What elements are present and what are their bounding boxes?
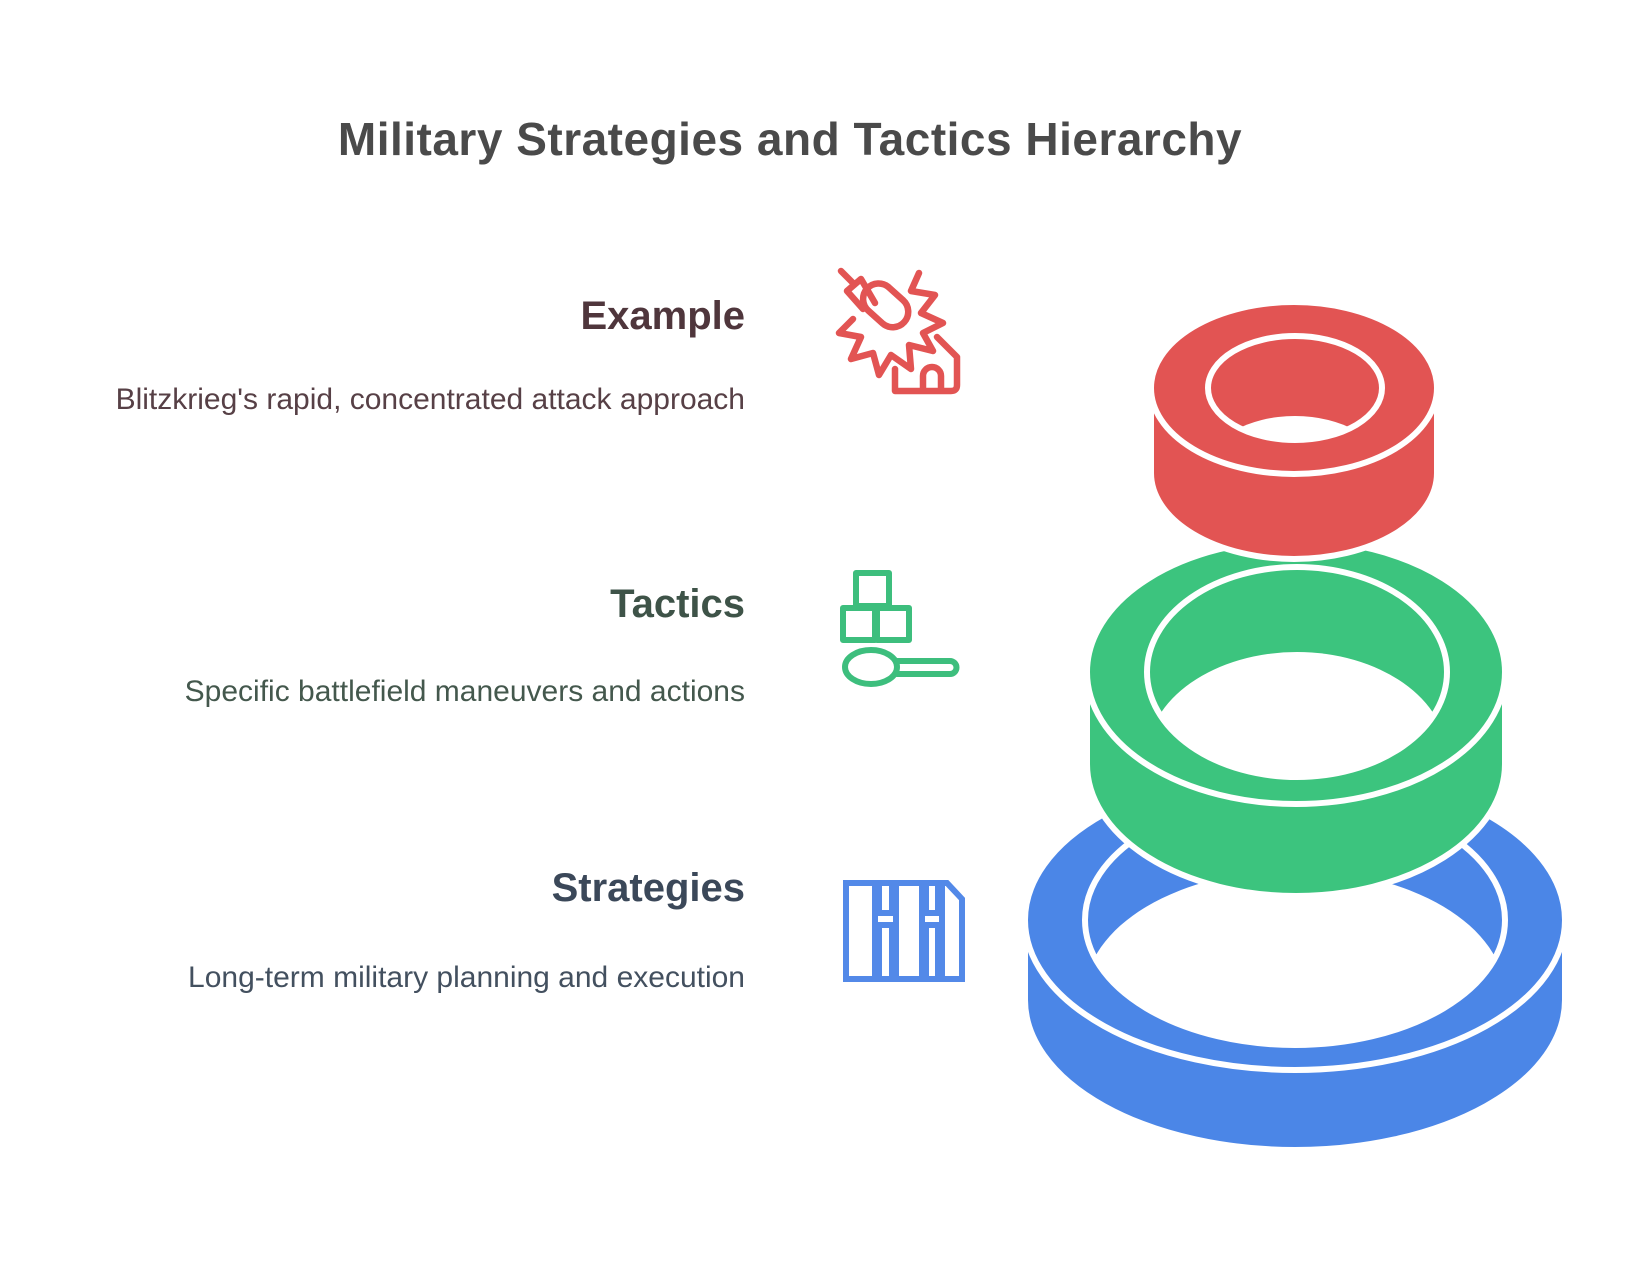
palisade-plank [843, 880, 878, 982]
sugar-cube-right [874, 605, 912, 643]
palisade-plank [876, 880, 895, 916]
example-ring [1148, 299, 1440, 562]
explosion-star [835, 269, 947, 379]
example-description: Blitzkrieg's rapid, concentrated attack … [115, 383, 745, 416]
house-outline [891, 333, 961, 395]
sugar-cubes-spoon-icon [840, 570, 960, 687]
spoon-bowl [842, 647, 900, 687]
palisade-plank [893, 880, 925, 982]
strategies-description: Long-term military planning and executio… [188, 961, 745, 994]
motion-line [837, 267, 857, 287]
page-title: Military Strategies and Tactics Hierarch… [337, 113, 1243, 165]
palisade-plank [923, 922, 941, 982]
example-label: Example [580, 294, 745, 338]
palisade-plank [876, 922, 895, 982]
tactics-ring [1084, 537, 1508, 899]
fortification-icon [843, 880, 965, 982]
tactics-description: Specific battlefield maneuvers and actio… [184, 675, 745, 708]
bomb-body [859, 280, 912, 331]
palisade-plank-slanted [939, 880, 965, 982]
palisade-plank [923, 880, 941, 916]
bomb-explosion-icon [835, 267, 961, 395]
spoon-handle [894, 658, 960, 677]
strategies-label: Strategies [551, 866, 745, 910]
tactics-label: Tactics [610, 582, 745, 626]
